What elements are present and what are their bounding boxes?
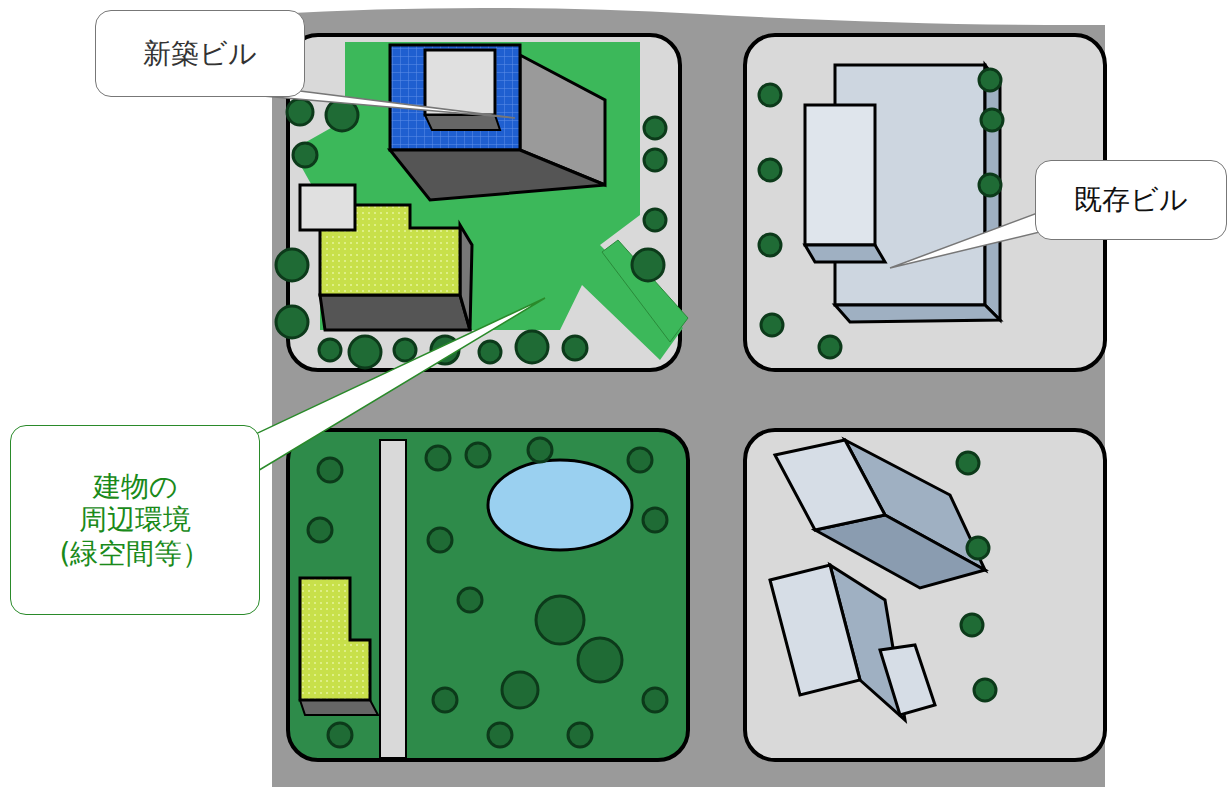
existing-building-roof — [300, 578, 370, 700]
tree — [349, 336, 381, 368]
tree — [319, 339, 341, 361]
building-side — [835, 305, 1000, 322]
tree — [643, 508, 667, 532]
trees — [276, 69, 1003, 747]
tree — [287, 99, 313, 125]
tree — [961, 614, 983, 636]
tree — [643, 688, 667, 712]
rooftop-box — [425, 50, 495, 115]
existing-building — [775, 440, 885, 530]
tree — [819, 336, 841, 358]
tree — [502, 672, 538, 708]
building-side — [320, 295, 470, 330]
building-side — [460, 225, 472, 330]
tree — [308, 518, 332, 542]
tree — [428, 528, 452, 552]
park — [288, 430, 688, 760]
tree — [578, 638, 622, 682]
tree — [957, 452, 979, 474]
rooftop-box — [300, 185, 355, 230]
tree — [293, 143, 317, 167]
callout-bubble: 新築ビル — [95, 10, 305, 97]
tree — [276, 249, 308, 281]
tree — [628, 448, 652, 472]
tree — [516, 331, 548, 363]
tree — [632, 249, 664, 281]
tree — [328, 723, 352, 747]
green-space — [292, 42, 683, 360]
tree — [466, 443, 490, 467]
callout-text: 新築ビル — [143, 37, 257, 71]
green-path — [602, 240, 688, 342]
tree — [974, 679, 996, 701]
callout-text: 既存ビル — [1074, 183, 1188, 217]
building-side — [300, 700, 378, 715]
building-side — [805, 245, 885, 262]
existing-building — [805, 105, 875, 245]
tree — [644, 209, 666, 231]
tree — [488, 723, 512, 747]
tree — [318, 458, 342, 482]
tree — [433, 688, 457, 712]
tree — [563, 336, 587, 360]
tree — [644, 117, 666, 139]
callout-bubble: 建物の 周辺環境 (緑空間等） — [10, 425, 260, 615]
road — [272, 8, 1105, 787]
tree — [536, 596, 584, 644]
tree — [568, 723, 592, 747]
tree — [967, 537, 989, 559]
tree — [979, 69, 1001, 91]
pond — [488, 460, 632, 550]
callout-content: 既存ビル — [1074, 183, 1188, 217]
tree — [979, 174, 1001, 196]
city-block — [745, 430, 1105, 760]
tree — [644, 149, 666, 171]
existing-building — [770, 565, 860, 695]
tree — [759, 234, 781, 256]
callout-tail — [228, 298, 545, 472]
existing-building — [880, 645, 935, 715]
tree — [759, 159, 781, 181]
callout-text: 建物の 周辺環境 (緑空間等） — [35, 470, 235, 571]
tree — [479, 341, 501, 363]
callout-tail — [890, 212, 1040, 268]
callout-content: 新築ビル — [143, 37, 257, 71]
park-path — [380, 440, 406, 758]
tree — [759, 84, 781, 106]
callout-bubble: 既存ビル — [1035, 160, 1227, 240]
tree — [458, 588, 482, 612]
tree — [276, 306, 308, 338]
tree — [394, 339, 416, 361]
tree — [761, 314, 783, 336]
new-building-roof — [390, 45, 520, 150]
building-side — [425, 115, 500, 130]
callout-content: 建物の 周辺環境 (緑空間等） — [35, 470, 235, 571]
tree — [528, 438, 552, 462]
tree — [981, 109, 1003, 131]
tree — [426, 446, 450, 470]
building-side — [390, 150, 605, 200]
